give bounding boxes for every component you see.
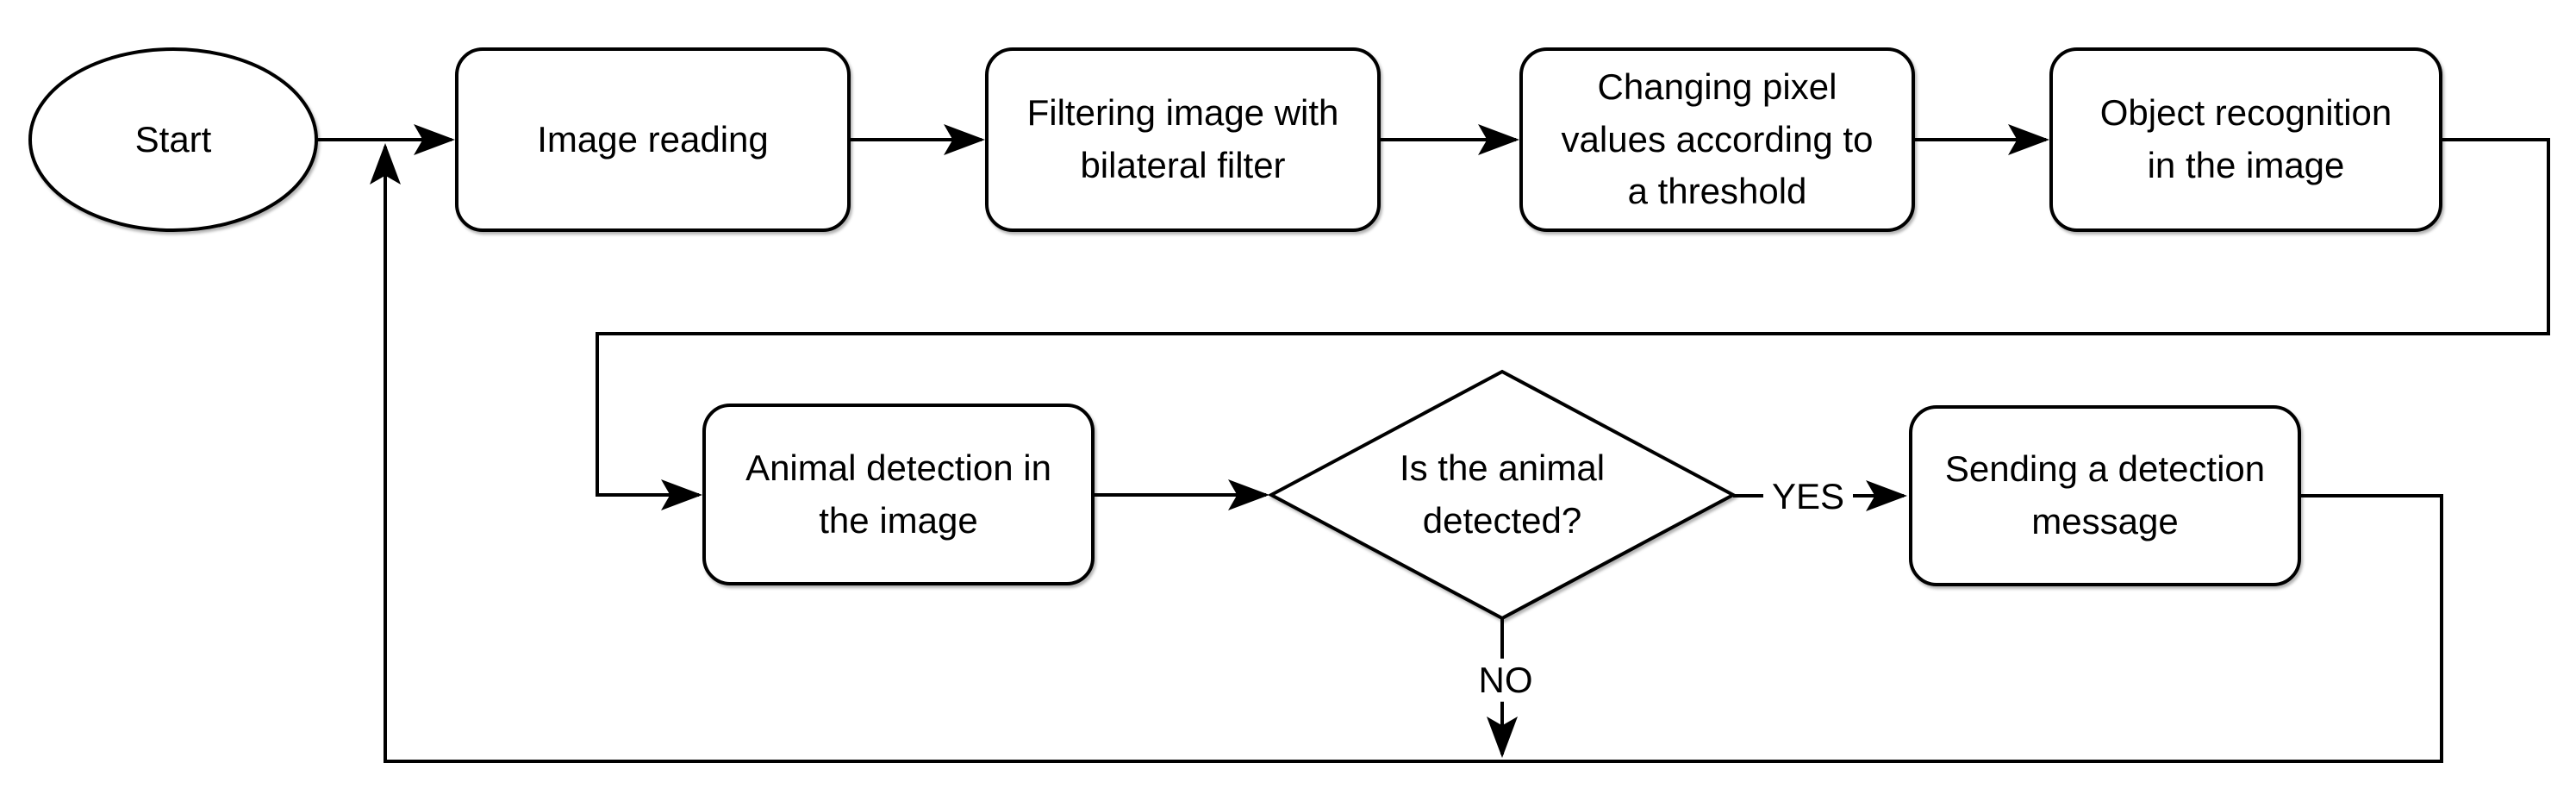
- image-reading-box-shape: [455, 47, 851, 232]
- decision-diamond-shape: [1267, 369, 1737, 621]
- edge-feedback-loop-to-start-connector: [370, 143, 2443, 763]
- animal-detection-box-shape: [702, 404, 1095, 585]
- edge-object-recognition-to-animal-detection: [596, 138, 2550, 510]
- filtering-box-shape: [985, 47, 1381, 232]
- threshold-box-shape: [1519, 47, 1915, 232]
- object-recognition-box-shape: [2049, 47, 2442, 232]
- sending-message-box-shape: [1909, 405, 2301, 586]
- start-terminator-shape: [28, 47, 318, 232]
